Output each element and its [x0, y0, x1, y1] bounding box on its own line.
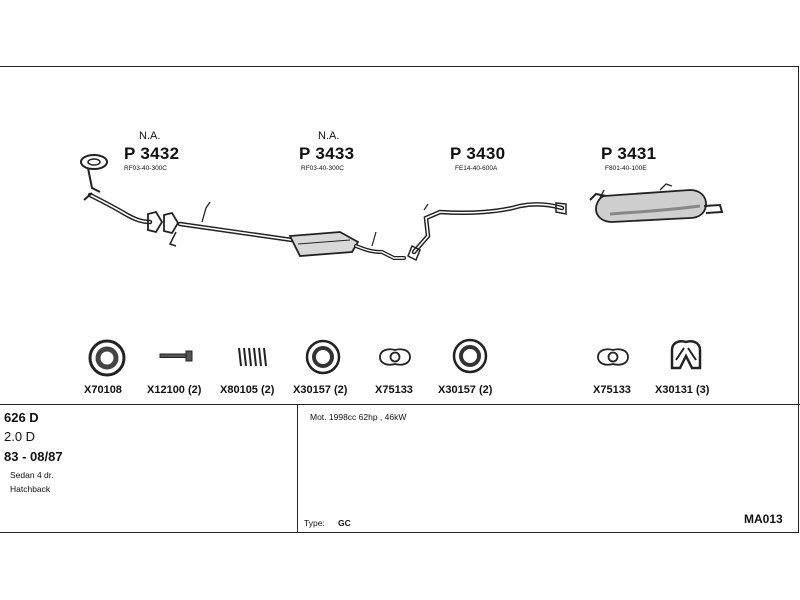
type-value: GC — [338, 518, 351, 528]
accessory-code[interactable]: X30157 (2) — [293, 384, 348, 396]
gasket-ring-icon — [452, 338, 488, 374]
part-number[interactable]: P 3432 — [124, 144, 180, 163]
diagram-frame — [0, 66, 799, 533]
part-reference: FE14-40-600A — [455, 165, 498, 172]
vehicle-body: Sedan 4 dr. — [10, 470, 54, 480]
info-divider — [0, 404, 800, 405]
flange-gasket-icon — [379, 348, 411, 366]
part-reference: RF03-40-300C — [301, 165, 344, 172]
info-column-divider — [297, 404, 298, 533]
part-reference: F801-40-100E — [605, 165, 647, 172]
accessory-code[interactable]: X80105 (2) — [220, 384, 275, 396]
bolt-icon — [159, 350, 193, 362]
vehicle-engine: 2.0 D — [4, 429, 36, 444]
accessory-code[interactable]: X75133 — [375, 384, 413, 396]
catalog-code: MA013 — [744, 512, 783, 526]
accessory-code[interactable]: X30157 (2) — [438, 384, 493, 396]
accessory-code[interactable]: X70108 — [84, 384, 122, 396]
engine-description: Mot. 1998cc 62hp , 46kW — [310, 412, 407, 422]
part-note: N.A. — [139, 130, 161, 142]
part-reference: RF03-40-300C — [124, 165, 167, 172]
part-number[interactable]: P 3431 — [601, 144, 657, 163]
gasket-ring-icon — [305, 339, 341, 375]
vehicle-body: Hatchback — [10, 484, 51, 494]
flange-gasket-icon — [597, 348, 629, 366]
part-number[interactable]: P 3430 — [450, 144, 506, 163]
accessory-code[interactable]: X12100 (2) — [147, 384, 202, 396]
rear-muffler-part[interactable] — [589, 183, 724, 223]
accessory-code[interactable]: X30131 (3) — [655, 384, 710, 396]
rear-pipe-part[interactable] — [407, 202, 567, 262]
center-muffler-part[interactable] — [168, 201, 406, 260]
clamp-ring-icon — [88, 339, 126, 377]
type-label: Type: — [304, 518, 325, 528]
vehicle-model: 626 D — [4, 410, 39, 425]
rubber-hanger-icon — [670, 340, 702, 370]
accessory-code[interactable]: X75133 — [593, 384, 631, 396]
vehicle-years: 83 - 08/87 — [4, 449, 63, 464]
part-number[interactable]: P 3433 — [299, 144, 355, 163]
front-pipe-part[interactable] — [80, 154, 180, 235]
spring-icon — [238, 347, 267, 367]
part-note: N.A. — [318, 130, 340, 142]
